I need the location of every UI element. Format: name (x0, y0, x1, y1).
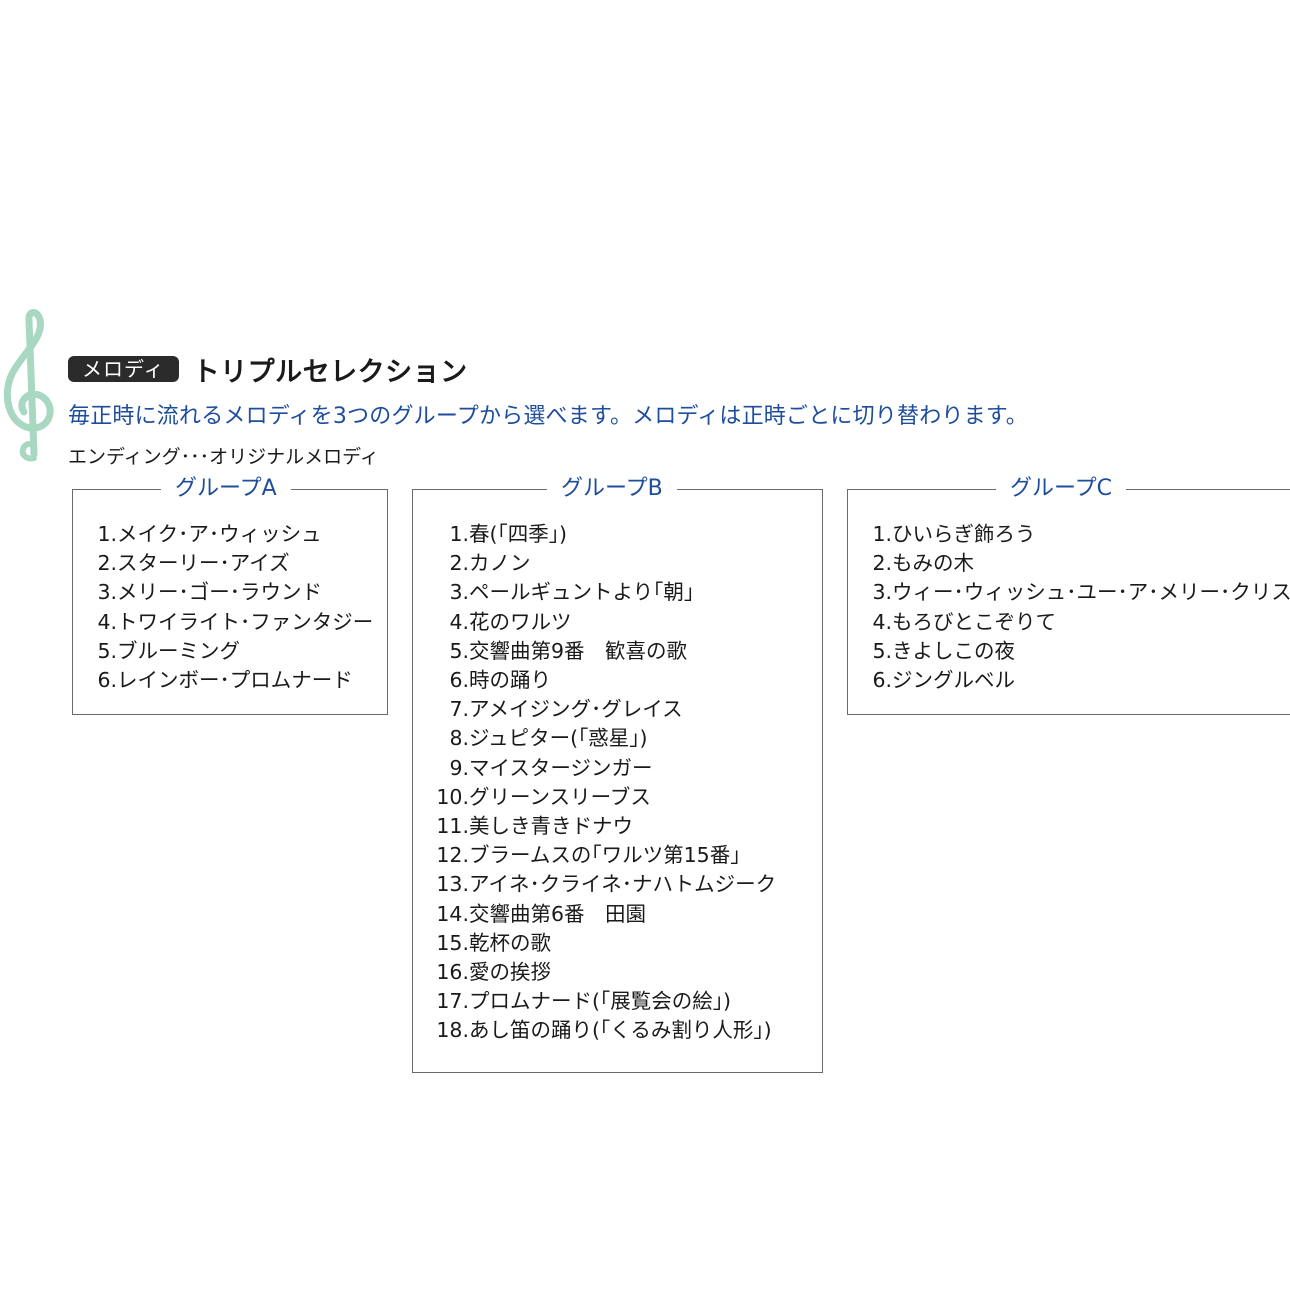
list-item: 2.カノン (449, 551, 531, 576)
list-item: 12.ブラームスの｢ワルツ第15番｣ (436, 843, 741, 868)
list-item: 5.ブルーミング (97, 638, 240, 663)
description-text: 毎正時に流れるメロディを3つのグループから選べます。メロディは正時ごとに切り替わ… (68, 404, 1029, 429)
melody-badge: メロディ (68, 356, 179, 382)
list-item: 15.乾杯の歌 (436, 930, 551, 955)
list-item: 3.ペールギュントより｢朝｣ (449, 580, 695, 605)
list-item: 4.トワイライト･ファンタジー (97, 609, 374, 634)
list-item: 4.もろびとこぞりて (872, 609, 1056, 634)
list-item: 1.ひいらぎ飾ろう (872, 522, 1036, 546)
list-item: 17.プロムナード(｢展覧会の絵｣) (436, 989, 731, 1014)
group-a-title: グループA (161, 476, 291, 502)
list-item: 6.時の踊り (449, 668, 551, 693)
list-item: 6.レインボー･プロムナード (97, 668, 353, 693)
ending-note: エンディング･･･オリジナルメロディ (68, 446, 379, 468)
list-item: 16.愛の挨拶 (436, 960, 551, 985)
section-header: メロディ トリプルセレクション (68, 350, 468, 388)
list-item: 6.ジングルベル (872, 668, 1015, 693)
list-item: 11.美しき青きドナウ (436, 814, 633, 839)
list-item: 1.春(｢四季｣) (449, 522, 567, 546)
list-item: 8.ジュピター(｢惑星｣) (449, 726, 648, 751)
list-item: 5.交響曲第9番 歓喜の歌 (449, 638, 688, 663)
section-title: トリプルセレクション (192, 356, 468, 388)
group-c-box: グループC 1.ひいらぎ飾ろう 2.もみの木 3.ウィー･ウィッシュ･ユー･ア･… (847, 476, 1290, 715)
group-b-box: グループB 1.春(｢四季｣) 2.カノン 3.ペールギュントより｢朝｣ 4.花… (412, 476, 823, 1073)
group-a-list: 1.メイク･ア･ウィッシュ 2.スターリー･アイズ 3.メリー･ゴー･ラウンド … (95, 520, 373, 695)
list-item: 3.ウィー･ウィッシュ･ユー･ア･メリー･クリスマス (872, 580, 1290, 605)
list-item: 2.スターリー･アイズ (97, 551, 290, 576)
group-b-list: 1.春(｢四季｣) 2.カノン 3.ペールギュントより｢朝｣ 4.花のワルツ 5… (433, 520, 776, 1046)
list-item: 7.アメイジング･グレイス (449, 697, 683, 722)
treble-clef-icon (3, 309, 54, 462)
list-item: 9.マイスタージンガー (449, 755, 653, 780)
list-item: 18.あし笛の踊り(｢くるみ割り人形｣) (436, 1018, 772, 1043)
list-item: 14.交響曲第6番 田園 (436, 901, 647, 926)
list-item: 5.きよしこの夜 (872, 638, 1015, 663)
group-c-list: 1.ひいらぎ飾ろう 2.もみの木 3.ウィー･ウィッシュ･ユー･ア･メリー･クリ… (870, 520, 1290, 695)
list-item: 13.アイネ･クライネ･ナハトムジーク (436, 872, 777, 897)
list-item: 3.メリー･ゴー･ラウンド (97, 580, 322, 605)
list-item: 10.グリーンスリーブス (436, 784, 651, 809)
group-a-box: グループA 1.メイク･ア･ウィッシュ 2.スターリー･アイズ 3.メリー･ゴー… (72, 476, 388, 715)
list-item: 2.もみの木 (872, 551, 974, 576)
list-item: 4.花のワルツ (449, 609, 572, 634)
group-c-title: グループC (996, 476, 1127, 502)
list-item: 1.メイク･ア･ウィッシュ (97, 522, 322, 546)
group-b-title: グループB (547, 476, 677, 502)
